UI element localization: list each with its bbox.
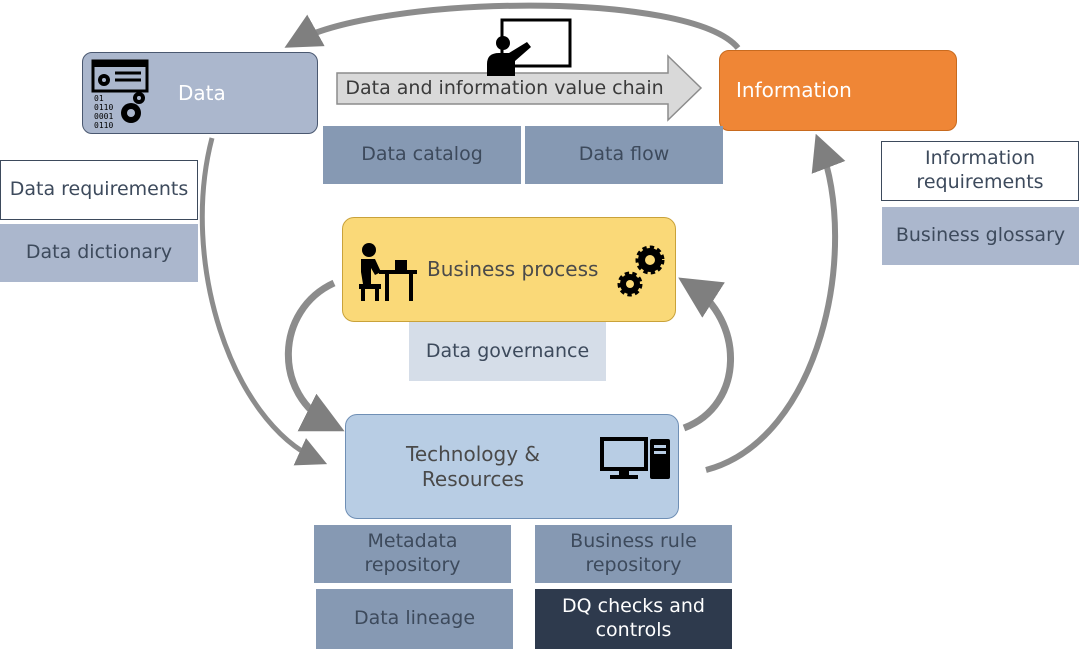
data-processing-icon: 01 0110 0001 0110 [91, 59, 149, 130]
arrow-technology-to-information [705, 133, 846, 473]
node-technology-label: Technology & Resources [406, 441, 540, 491]
node-technology: Technology & Resources [345, 414, 679, 519]
node-data-label: Data [178, 80, 226, 105]
artifact-dq-checks: DQ checks and controls [535, 589, 732, 649]
value-chain-arrow [336, 54, 703, 122]
artifact-metadata-repository: Metadata repository [314, 525, 511, 583]
artifact-business-rule-repository-label: Business rule repository [570, 530, 697, 576]
artifact-information-requirements: Information requirements [881, 141, 1079, 201]
node-information-label: Information [736, 78, 852, 102]
arrow-information-to-data [284, 2, 741, 51]
arrow-data-to-technology [199, 137, 328, 466]
gears-icon [617, 245, 665, 297]
node-information: Information [719, 50, 957, 131]
artifact-business-glossary: Business glossary [882, 207, 1079, 265]
person-at-desk-icon [359, 243, 417, 301]
presentation-icon [487, 18, 572, 76]
desktop-computer-icon [600, 437, 670, 479]
svg-text:0110: 0110 [94, 121, 113, 130]
artifact-data-lineage: Data lineage [316, 589, 513, 649]
value-chain-label: Data and information value chain [345, 76, 664, 99]
artifact-information-requirements-label: Information requirements [916, 147, 1044, 193]
artifact-data-flow: Data flow [525, 126, 723, 184]
artifact-dq-checks-label: DQ checks and controls [562, 595, 705, 641]
artifact-business-rule-repository: Business rule repository [535, 525, 732, 583]
arrow-process-to-technology [284, 279, 345, 432]
svg-text:0110: 0110 [94, 103, 113, 112]
artifact-metadata-repository-label: Metadata repository [364, 530, 461, 576]
artifact-data-governance: Data governance [409, 322, 606, 381]
svg-text:01: 01 [94, 94, 104, 103]
arrow-technology-to-process [678, 277, 734, 432]
svg-text:0001: 0001 [94, 112, 113, 121]
artifact-data-dictionary: Data dictionary [0, 224, 198, 282]
artifact-data-requirements: Data requirements [0, 160, 198, 220]
artifact-data-catalog: Data catalog [323, 126, 521, 184]
node-business-process-label: Business process [427, 257, 599, 281]
